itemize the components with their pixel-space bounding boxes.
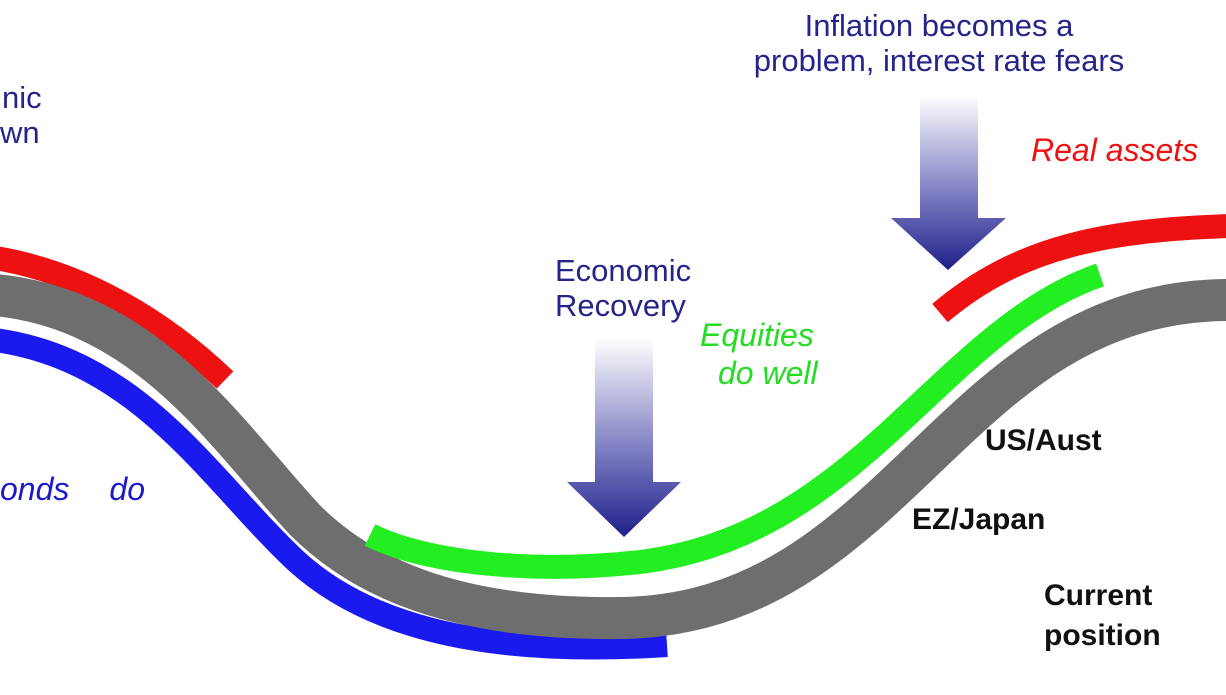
real-assets-band-left bbox=[0, 246, 234, 389]
current-line-2: position bbox=[1044, 618, 1161, 652]
economic-downturn-label: nic wn bbox=[0, 80, 42, 150]
recovery-down-arrow-icon bbox=[567, 338, 681, 537]
economic-cycle-curve bbox=[0, 274, 1226, 640]
recovery-line-1: Economic bbox=[555, 253, 692, 288]
real-assets-label: Real assets bbox=[1031, 132, 1199, 168]
equities-line-2: do well bbox=[718, 355, 818, 392]
equities-label: Equities do well bbox=[700, 316, 818, 393]
economic-recovery-label: Economic Recovery bbox=[555, 253, 691, 323]
inflation-line-1: Inflation becomes a bbox=[804, 8, 1074, 43]
bonds-band bbox=[0, 328, 668, 660]
bonds-label: onds do bbox=[0, 471, 145, 507]
current-line-1: Current bbox=[1044, 579, 1153, 612]
equities-line-1: Equities bbox=[700, 317, 814, 353]
current-position-label: Current position bbox=[1044, 576, 1161, 655]
equities-band bbox=[364, 263, 1104, 579]
inflation-label: Inflation becomes a problem, interest ra… bbox=[733, 8, 1145, 78]
downturn-line-2: wn bbox=[0, 115, 40, 151]
us-aust-position-label: US/Aust bbox=[985, 424, 1102, 457]
recovery-line-2: Recovery bbox=[555, 288, 686, 324]
real-assets-band-right bbox=[932, 214, 1226, 323]
inflation-down-arrow-icon bbox=[891, 95, 1006, 270]
bonds-word-1: onds bbox=[0, 471, 70, 507]
downturn-line-1: nic bbox=[2, 80, 42, 115]
inflation-line-2: problem, interest rate fears bbox=[753, 43, 1125, 79]
bonds-word-2: do bbox=[109, 471, 145, 507]
ez-japan-position-label: EZ/Japan bbox=[912, 503, 1046, 536]
